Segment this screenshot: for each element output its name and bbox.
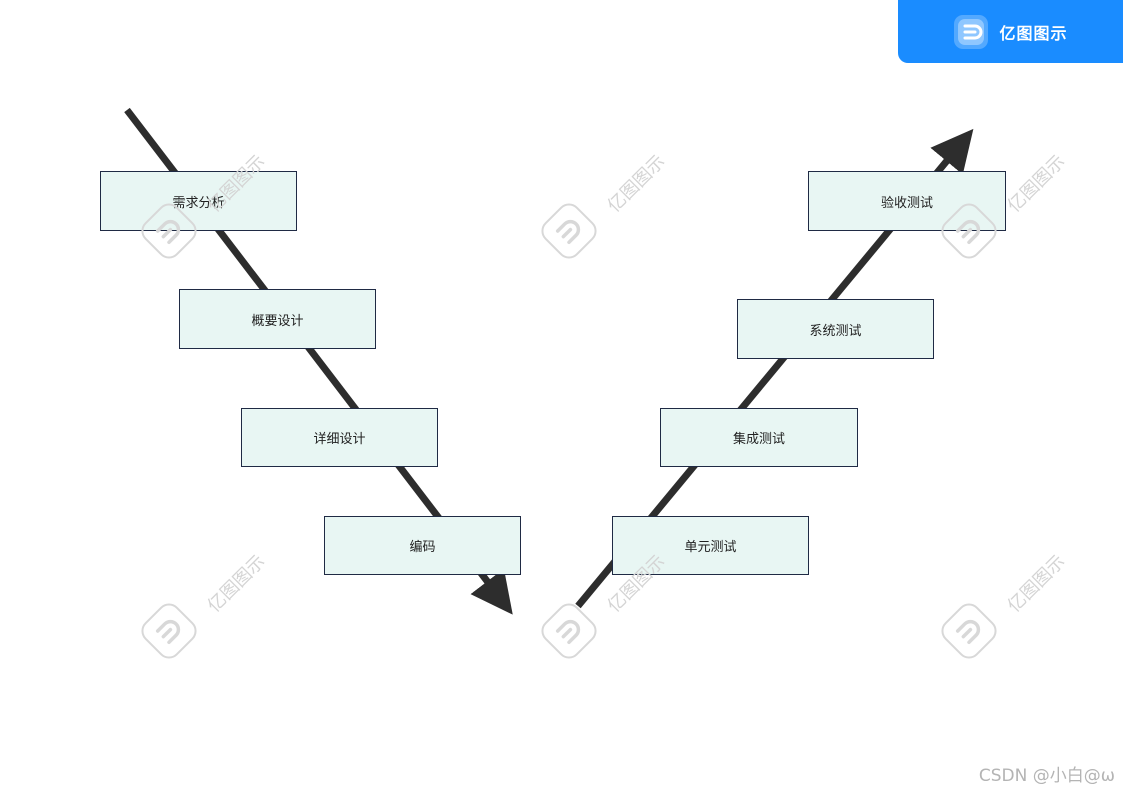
step-integration-test[interactable]: 集成测试	[660, 408, 858, 467]
step-label: 详细设计	[313, 432, 366, 447]
step-label: 系统测试	[809, 323, 862, 339]
step-requirements[interactable]: 需求分析	[100, 171, 297, 231]
step-system-test[interactable]: 系统测试	[737, 299, 934, 359]
step-label: 验收测试	[880, 195, 933, 211]
step-label: 概要设计	[251, 313, 304, 329]
step-label: 单元测试	[684, 540, 737, 555]
brand-name: 亿图图示	[999, 23, 1068, 43]
step-label: 集成测试	[732, 432, 785, 447]
edraw-logo-icon	[953, 14, 989, 50]
brand-badge: 亿图图示	[898, 0, 1123, 63]
step-acceptance-test[interactable]: 验收测试	[808, 171, 1006, 231]
footer-credit: CSDN @小白@ω	[978, 766, 1115, 786]
step-label: 需求分析	[172, 195, 225, 211]
step-detailed-design[interactable]: 详细设计	[241, 408, 438, 467]
step-coding[interactable]: 编码	[324, 516, 521, 575]
step-outline-design[interactable]: 概要设计	[179, 289, 376, 349]
step-label: 编码	[409, 540, 436, 555]
step-unit-test[interactable]: 单元测试	[612, 516, 809, 575]
